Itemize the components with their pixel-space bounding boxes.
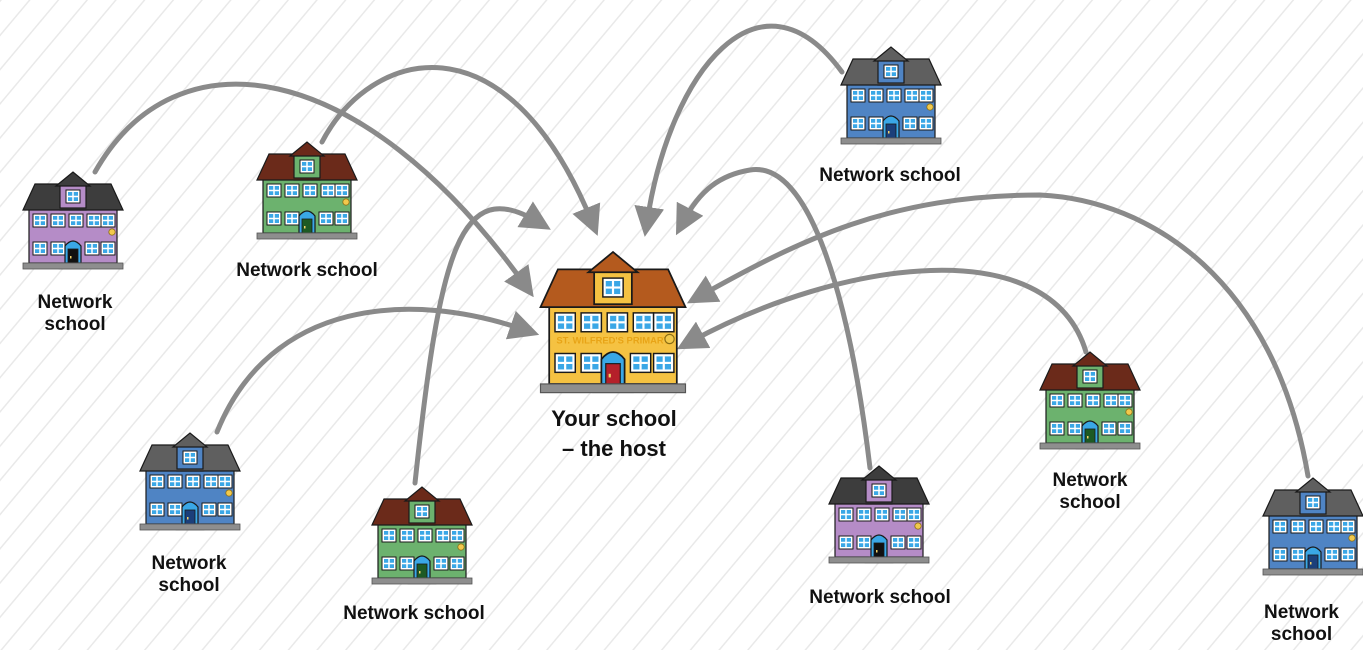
- host-school-label: Your school – the host: [551, 406, 677, 461]
- clock-icon: [1125, 408, 1133, 416]
- door: [416, 563, 428, 579]
- network-school-label: Network school: [1052, 470, 1128, 513]
- network-school-building: [828, 465, 930, 564]
- network-school-building: [1262, 477, 1363, 576]
- door: [873, 542, 885, 558]
- arrow-to-host: [675, 167, 873, 471]
- door: [184, 509, 196, 525]
- clock-icon: [664, 333, 675, 345]
- clock-icon: [225, 489, 233, 497]
- arrow-to-host: [214, 306, 540, 435]
- network-school-building: [139, 432, 241, 531]
- arrows-layer: [92, 23, 1311, 486]
- door: [1307, 554, 1319, 570]
- arrow-to-host: [634, 23, 845, 237]
- arrow-to-host: [319, 65, 601, 236]
- arrow-to-host: [676, 267, 1089, 355]
- network-school-label: Network school: [37, 292, 113, 335]
- network-school-building: [1039, 351, 1141, 450]
- arrow-to-host: [92, 81, 534, 298]
- arrow-to-host: [686, 192, 1311, 479]
- buildings-layer: ST. WILFRED'S PRIMARY: [22, 46, 1363, 585]
- network-school-label: Network school: [343, 603, 485, 624]
- network-school-label: Network school: [819, 165, 961, 186]
- host-school-building: ST. WILFRED'S PRIMARY: [539, 250, 687, 394]
- clock-icon: [914, 522, 922, 530]
- network-school-label: Network school: [1264, 602, 1339, 645]
- network-school-label: Network school: [151, 553, 227, 596]
- door: [885, 123, 897, 139]
- school-sign: ST. WILFRED'S PRIMARY: [556, 334, 670, 345]
- network-school-building: [840, 46, 942, 145]
- network-school-label: Network school: [809, 587, 951, 608]
- door: [1084, 428, 1096, 444]
- door: [67, 248, 79, 264]
- clock-icon: [457, 543, 465, 551]
- network-school-building: [22, 171, 124, 270]
- door: [605, 363, 621, 385]
- clock-icon: [1348, 534, 1356, 542]
- clock-icon: [108, 228, 116, 236]
- arrow-to-host: [412, 201, 551, 486]
- network-school-building: [256, 141, 358, 240]
- network-school-building: [371, 486, 473, 585]
- clock-icon: [342, 198, 350, 206]
- clock-icon: [926, 103, 934, 111]
- door: [301, 218, 313, 234]
- network-school-label: Network school: [236, 260, 378, 281]
